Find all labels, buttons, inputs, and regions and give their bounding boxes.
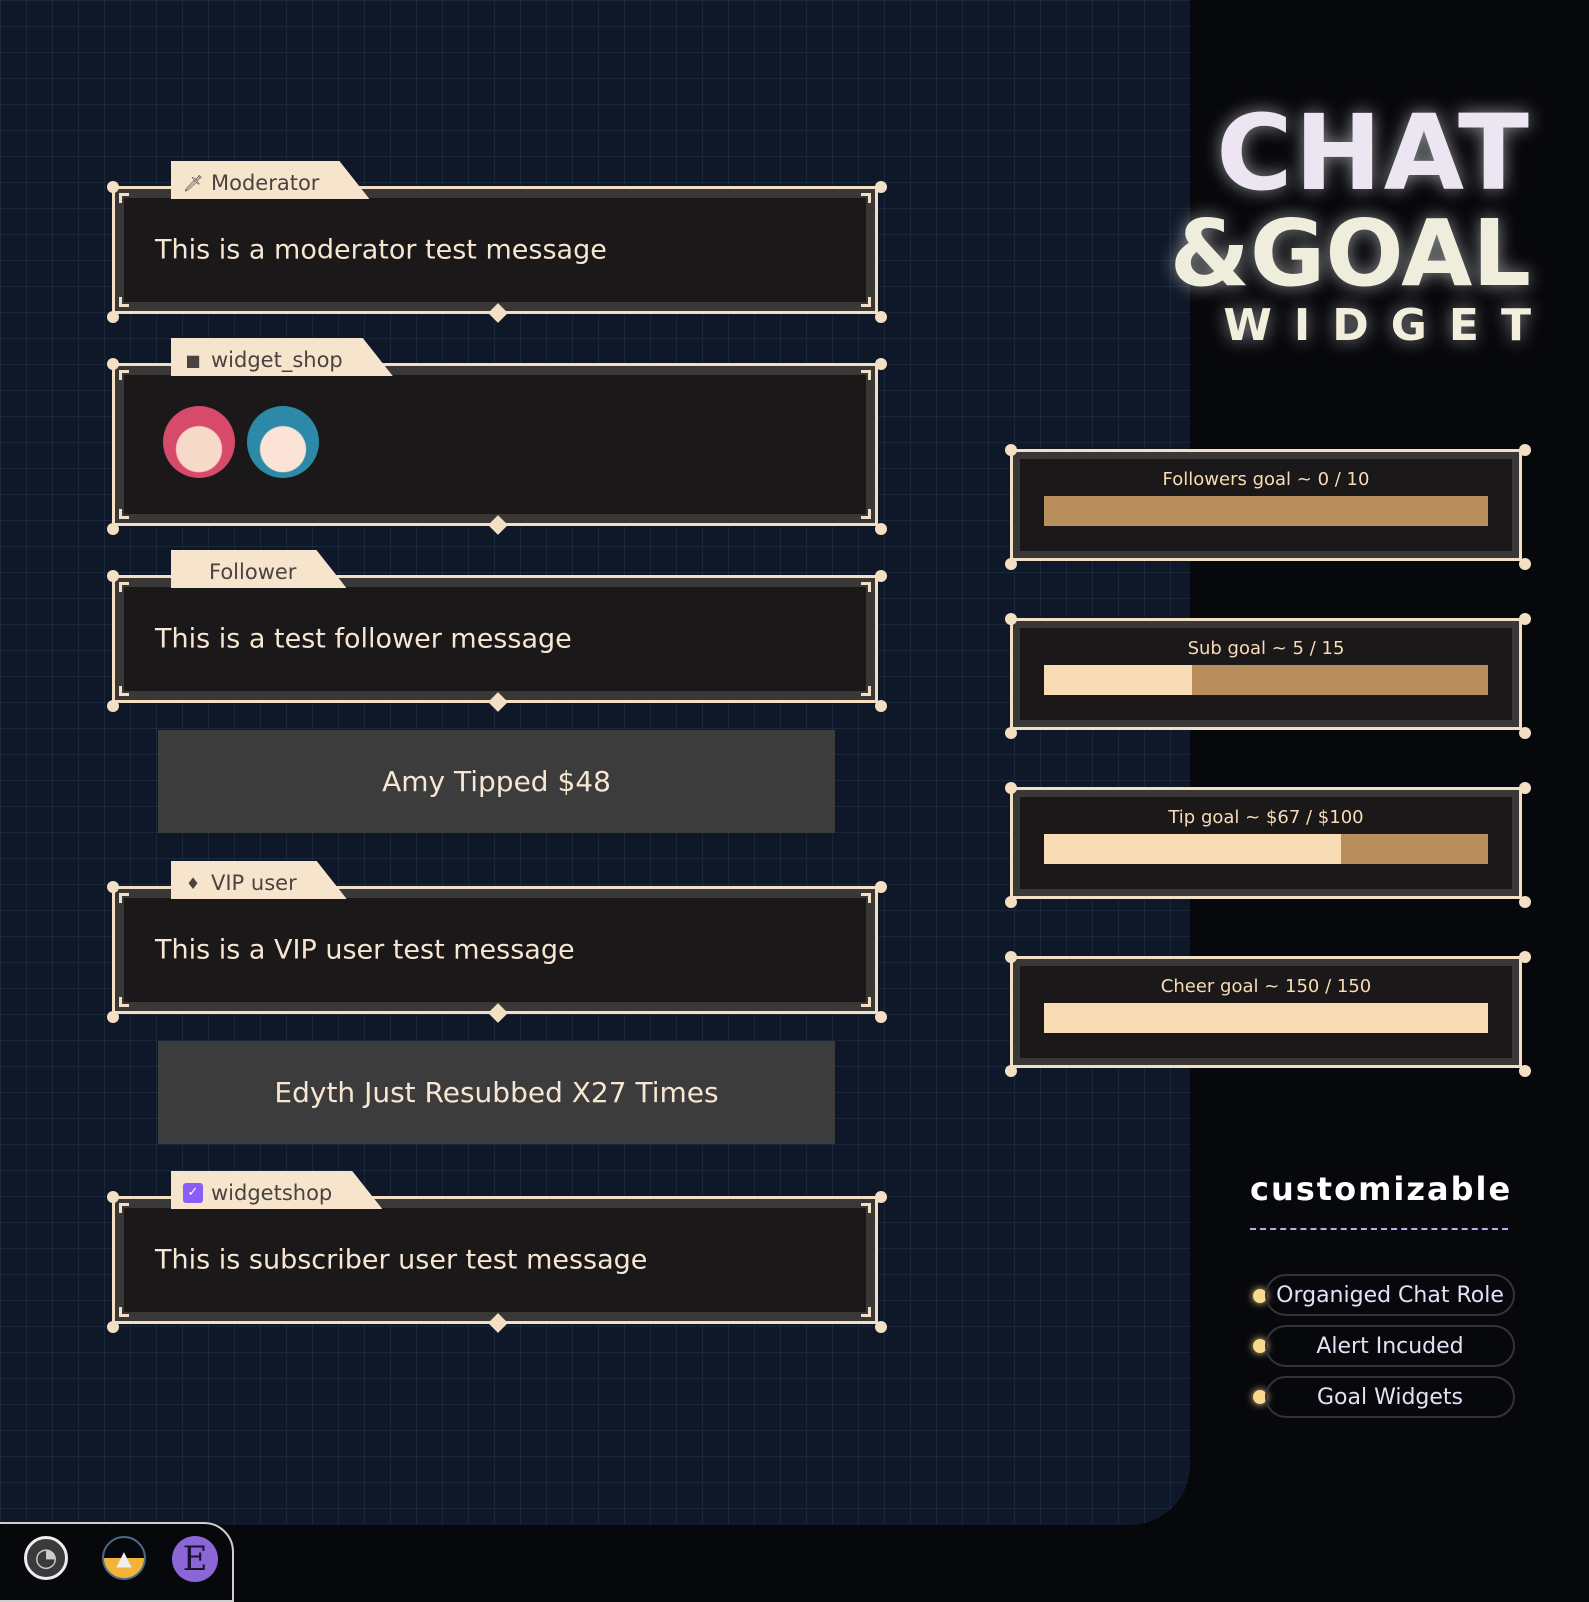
message-text: This is subscriber user test message — [155, 1244, 648, 1276]
feature-pill: Organiged Chat Role — [1265, 1274, 1515, 1316]
streamer-rocket-icon[interactable]: ▲ — [102, 1536, 146, 1580]
progress-bar — [1044, 496, 1488, 526]
corner-dot — [107, 181, 119, 193]
chat-message-vip: ♦VIP user This is a VIP user test messag… — [107, 886, 887, 1023]
corner-dot — [1005, 782, 1017, 794]
corner-dot — [107, 881, 119, 893]
message-text: This is a moderator test message — [155, 234, 607, 266]
role-label: Moderator — [211, 171, 320, 195]
corner-dot — [875, 1011, 887, 1023]
role-tab: Follower — [171, 550, 346, 588]
progress-fill — [1044, 665, 1192, 695]
goal-label: Followers goal ~ 0 / 10 — [1162, 469, 1370, 490]
corner-dot — [1005, 613, 1017, 625]
corner-dot — [107, 1011, 119, 1023]
corner-dot — [1005, 558, 1017, 570]
progress-fill — [1044, 834, 1342, 864]
corner-dot — [107, 523, 119, 535]
emote-icon — [247, 406, 319, 478]
corner-dot — [1519, 782, 1531, 794]
corner-dot — [1005, 444, 1017, 456]
progress-bar — [1044, 665, 1488, 695]
alert-text: Edyth Just Resubbed X27 Times — [274, 1076, 719, 1109]
chat-message-moderator: 🗡Moderator This is a moderator test mess… — [107, 186, 887, 323]
camera-icon: ■ — [185, 350, 201, 370]
role-label: Follower — [209, 560, 297, 584]
goal-subs: Sub goal ~ 5 / 15 — [1005, 613, 1531, 739]
chat-message-subscriber: ✓widgetshop This is subscriber user test… — [107, 1196, 887, 1333]
sword-icon: 🗡 — [183, 173, 204, 193]
goal-label: Sub goal ~ 5 / 15 — [1187, 638, 1345, 659]
corner-dot — [1005, 727, 1017, 739]
corner-dot — [875, 523, 887, 535]
obs-icon[interactable]: ◔ — [24, 1536, 68, 1580]
chat-message-follower: Follower This is a test follower message — [107, 575, 887, 712]
corner-dot — [107, 700, 119, 712]
diamond-icon: ♦ — [185, 873, 201, 893]
corner-dot — [1519, 558, 1531, 570]
corner-dot — [107, 1321, 119, 1333]
emote-icon — [163, 406, 235, 478]
corner-dot — [107, 1191, 119, 1203]
corner-dot — [1519, 951, 1531, 963]
goal-label: Tip goal ~ $67 / $100 — [1168, 807, 1364, 828]
corner-dot — [107, 570, 119, 582]
corner-dot — [875, 881, 887, 893]
chat-message-emotes: ■widget_shop — [107, 363, 887, 535]
progress-bar — [1044, 1003, 1488, 1033]
features-heading: customizable — [1250, 1170, 1513, 1208]
goal-followers: Followers goal ~ 0 / 10 — [1005, 444, 1531, 570]
role-label: VIP user — [211, 871, 297, 895]
progress-bar — [1044, 834, 1488, 864]
goal-label: Cheer goal ~ 150 / 150 — [1160, 976, 1372, 997]
corner-dot — [1005, 1065, 1017, 1077]
resub-alert: Edyth Just Resubbed X27 Times — [158, 1041, 835, 1144]
corner-dot — [107, 311, 119, 323]
alert-text: Amy Tipped $48 — [382, 765, 611, 798]
bullet-icon — [1253, 1289, 1267, 1303]
progress-fill — [1044, 1003, 1488, 1033]
bullet-icon — [1253, 1390, 1267, 1404]
feature-pill: Goal Widgets — [1265, 1376, 1515, 1418]
title-widget: WIDGET — [1223, 300, 1553, 351]
role-tab: ■ widget_shop — [171, 338, 393, 376]
role-tab: ♦ VIP user — [171, 861, 347, 899]
corner-dot — [875, 181, 887, 193]
role-label: widget_shop — [211, 348, 343, 372]
corner-dot — [1005, 896, 1017, 908]
goal-cheers: Cheer goal ~ 150 / 150 — [1005, 951, 1531, 1077]
message-text: This is a test follower message — [155, 623, 572, 655]
goal-tips: Tip goal ~ $67 / $100 — [1005, 782, 1531, 908]
corner-dot — [875, 358, 887, 370]
bullet-icon — [1253, 1339, 1267, 1353]
subscriber-badge-icon: ✓ — [183, 1183, 203, 1203]
corner-dot — [1519, 1065, 1531, 1077]
divider — [1250, 1228, 1508, 1230]
corner-dot — [107, 358, 119, 370]
role-tab: ✓ widgetshop — [171, 1171, 382, 1209]
role-tab: 🗡 Moderator — [171, 161, 369, 199]
etsy-icon[interactable]: E — [172, 1536, 218, 1582]
corner-dot — [875, 570, 887, 582]
tip-alert: Amy Tipped $48 — [158, 730, 835, 833]
corner-dot — [1519, 896, 1531, 908]
corner-dot — [875, 1191, 887, 1203]
feature-pill: Alert Incuded — [1265, 1325, 1515, 1367]
corner-dot — [1519, 727, 1531, 739]
corner-dot — [875, 1321, 887, 1333]
app-dock: ◔ ▲ E — [0, 1522, 234, 1602]
role-label: widgetshop — [211, 1181, 333, 1205]
corner-dot — [1005, 951, 1017, 963]
message-text: This is a VIP user test message — [155, 934, 575, 966]
title-chat: CHAT — [1216, 92, 1531, 214]
corner-dot — [875, 311, 887, 323]
corner-dot — [1519, 613, 1531, 625]
title-goal: &GOAL — [1169, 200, 1531, 307]
corner-dot — [1519, 444, 1531, 456]
corner-dot — [875, 700, 887, 712]
